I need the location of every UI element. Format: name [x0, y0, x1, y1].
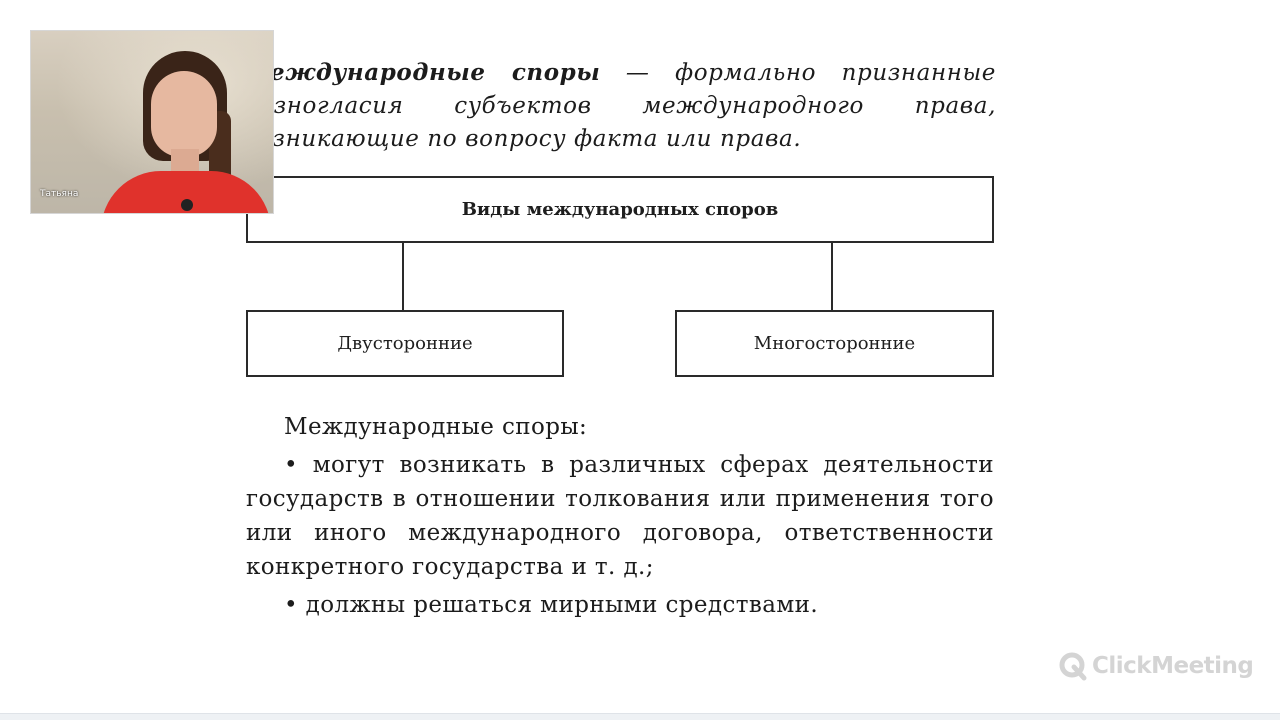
definition-term: Международные споры — [244, 59, 601, 86]
definition-dash: — — [600, 60, 676, 86]
window-bottom-border — [0, 713, 1280, 720]
diagram-connector-right — [831, 241, 833, 310]
diagram-root-box: Виды международных споров — [246, 176, 994, 243]
diagram-bilateral-box: Двусторонние — [246, 310, 564, 377]
features-section: Международные споры: • могут возникать в… — [246, 410, 994, 622]
definition-text: формально признанные разногласия субъект… — [244, 60, 996, 152]
clickmeeting-logo-icon — [1059, 652, 1087, 681]
watermark-brand: ClickMeeting — [1092, 653, 1254, 679]
features-item: • могут возникать в различных сферах дея… — [246, 452, 994, 580]
diagram-multilateral-box: Многосторонние — [675, 310, 994, 377]
diagram-root-label: Виды международных споров — [461, 199, 779, 220]
definition-paragraph: Международные споры — формально признанн… — [244, 56, 996, 156]
clickmeeting-watermark: ClickMeeting — [1058, 651, 1254, 681]
participant-name: Татьяна — [40, 189, 79, 199]
webcam-person-face — [151, 71, 217, 157]
diagram-bilateral-label: Двусторонние — [337, 333, 473, 354]
webcam-video-tile[interactable]: Татьяна — [30, 30, 274, 214]
microphone-icon — [181, 199, 193, 211]
diagram-connector-left — [402, 241, 404, 310]
features-heading: Международные споры: — [284, 414, 588, 440]
diagram-multilateral-label: Многосторонние — [753, 333, 916, 354]
features-item: • должны решаться мирными средствами. — [284, 592, 819, 618]
